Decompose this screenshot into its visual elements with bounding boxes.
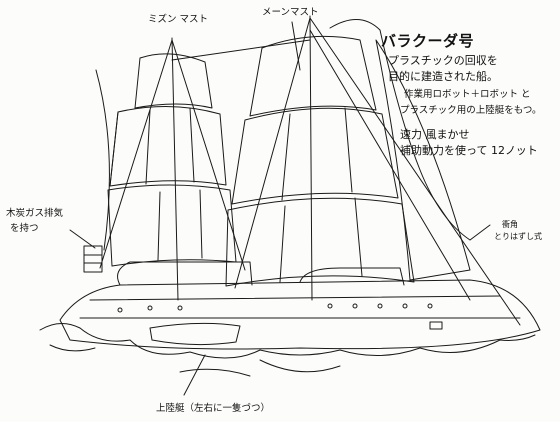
portholes [117,303,443,330]
label-main-mast: メーンマスト [262,7,319,18]
gas-tank-note-1: 木炭ガス排気 [6,208,64,219]
desc-line-1: プラスチックの回収を [388,54,498,67]
hull-outline [59,279,541,350]
label-mizzen-mast: ミズン マスト [148,14,209,25]
ship-name-title: バラクーダ号 [381,32,475,50]
jib-sail [375,39,471,281]
main-topgallant [249,35,377,117]
mizzen-course-lower [107,184,237,267]
landing-craft-note: 上陸艇（左右に一隻づつ） [156,403,271,414]
desc-line-3: 作業用ロボット＋ロボット と [404,89,531,100]
bow-note-1: 衝角 [502,220,518,229]
speed-line-1: 速力 風まかせ [400,128,470,141]
gas-tank-note-2: を持つ [10,223,39,234]
desc-line-2: 目的に建造された船。 [388,70,498,83]
gas-tank [83,245,103,273]
mizzen-course-upper [109,105,227,187]
speed-line-2: 補助動力を使って 12ノット [400,144,538,157]
mizzen-topsail [134,53,213,109]
bow-note-2: とりはずし式 [494,232,542,241]
main-course [225,197,415,287]
main-mast-line [309,15,313,301]
bow-wave [39,323,536,359]
main-topsail [231,107,399,205]
mizzen-mast-line [171,37,179,301]
desc-line-4: プラスチック用の上陸艇をもつ。 [400,105,542,116]
landing-craft [149,322,241,346]
